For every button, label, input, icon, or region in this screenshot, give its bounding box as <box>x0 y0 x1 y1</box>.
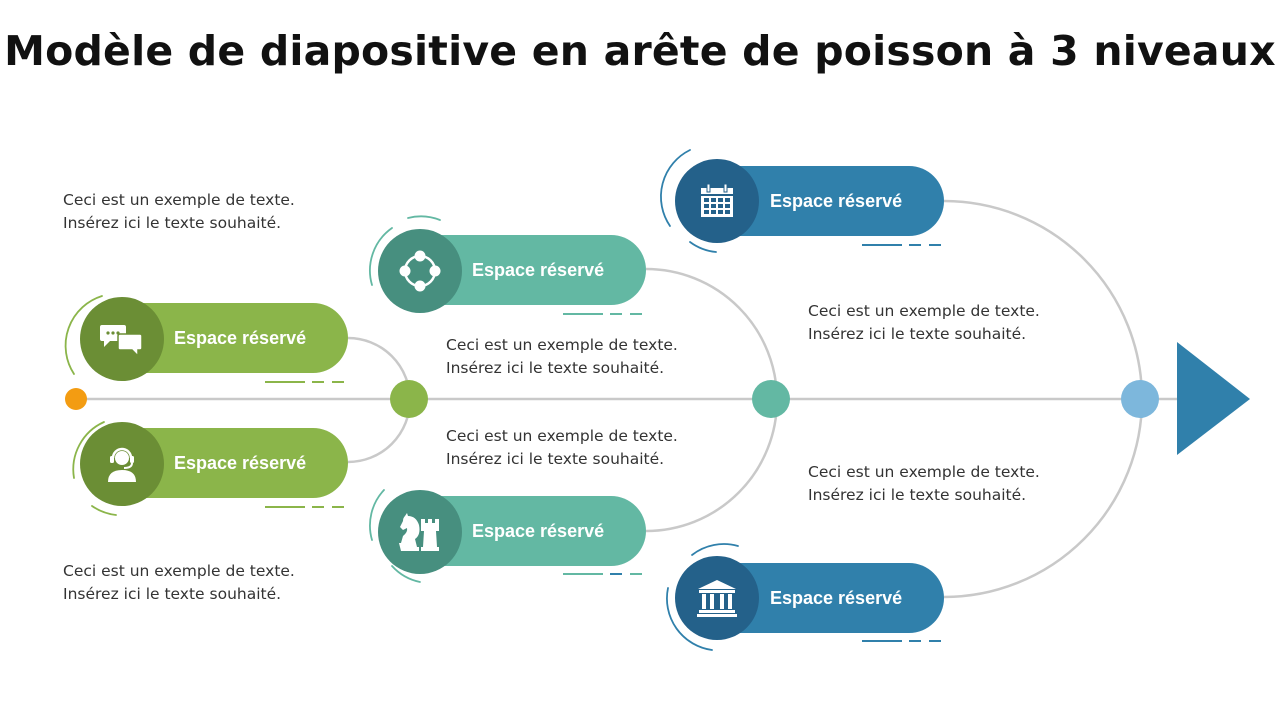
text-note: Ceci est un exemple de texte. Insérez ic… <box>446 336 678 377</box>
slide-title: Modèle de diapositive en arête de poisso… <box>4 27 1276 75</box>
pill-label: Espace réservé <box>472 259 605 280</box>
pill-label: Espace réservé <box>472 520 605 541</box>
decor-arc <box>369 489 385 541</box>
pill-label: Espace réservé <box>770 190 903 211</box>
chat-bubbles-icon <box>80 297 164 381</box>
decor-arc <box>660 149 691 227</box>
bank-building-icon <box>675 556 759 640</box>
network-nodes-icon <box>378 229 462 313</box>
text-note: Ceci est un exemple de texte. Insérez ic… <box>808 463 1040 504</box>
pill-label: Espace réservé <box>174 452 307 473</box>
headset-user-icon <box>80 422 164 506</box>
decor-arc <box>72 421 105 479</box>
arrow-head <box>1177 342 1250 455</box>
decor-arc <box>666 587 713 651</box>
pill-label: Espace réservé <box>770 587 903 608</box>
decor-arc <box>391 565 421 583</box>
text-note: Ceci est un exemple de texte. Insérez ic… <box>446 427 678 468</box>
decor-arc <box>689 241 717 253</box>
level-2-node <box>752 380 790 418</box>
text-note: Ceci est un exemple de texte. Insérez ic… <box>63 191 295 232</box>
text-note: Ceci est un exemple de texte. Insérez ic… <box>808 302 1040 343</box>
decor-arc <box>64 295 103 375</box>
decor-arc <box>407 215 441 221</box>
calendar-icon <box>675 159 759 243</box>
decor-arc <box>91 505 117 516</box>
start-node <box>65 388 87 410</box>
pill-label: Espace réservé <box>174 327 307 348</box>
decor-arc <box>369 227 393 286</box>
level-3-node <box>1121 380 1159 418</box>
text-note: Ceci est un exemple de texte. Insérez ic… <box>63 562 295 603</box>
chess-pieces-icon <box>378 490 462 574</box>
decor-arc <box>691 543 739 556</box>
level-1-node <box>390 380 428 418</box>
